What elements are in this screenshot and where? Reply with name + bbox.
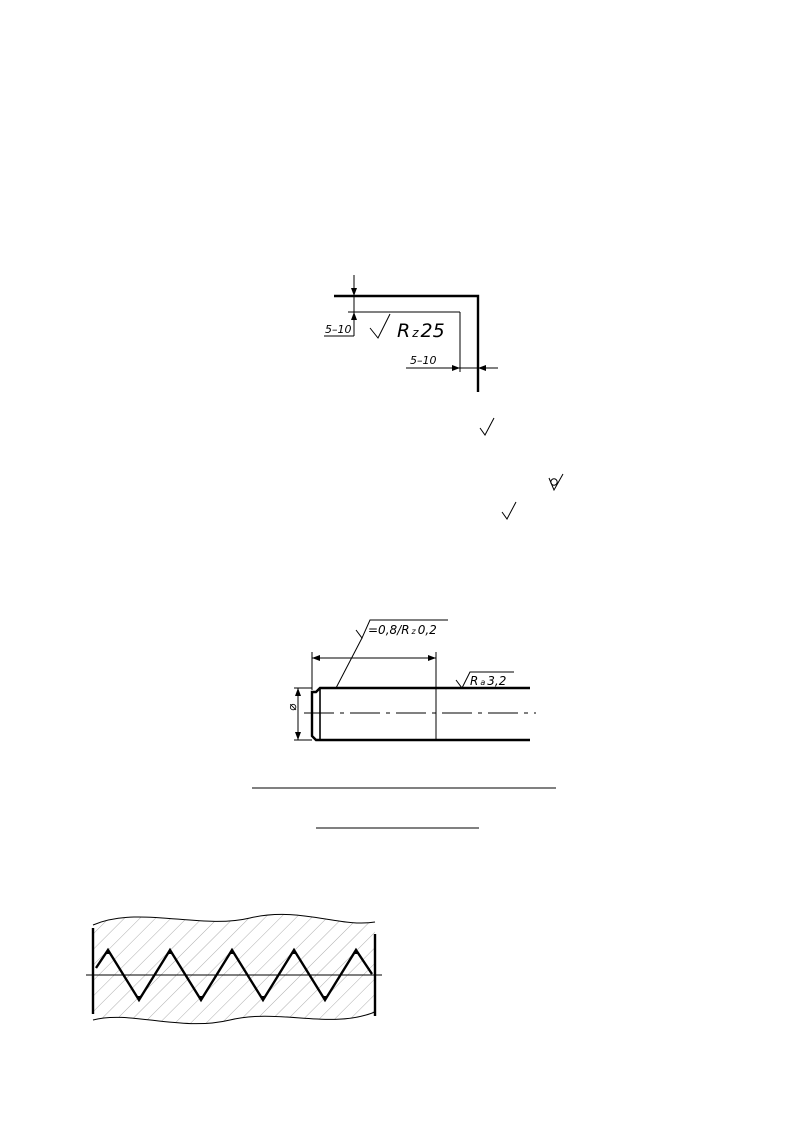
surface-callout-sub: a (480, 678, 485, 687)
upper-break-line (92, 913, 376, 926)
length-callout-sub: z (411, 627, 417, 636)
part-contour (334, 294, 480, 392)
surface-callout-param: R (470, 674, 478, 688)
vertical-dim-text: 5–10 (325, 323, 352, 336)
roughness-check-icon (355, 619, 448, 639)
length-callout-prefix: =0,8/ (368, 623, 403, 637)
arrow-left-icon (312, 655, 320, 661)
roughness-sign-icon (501, 501, 517, 520)
roughness-sign-circle-icon (548, 473, 564, 492)
leader-line (335, 637, 363, 689)
diameter-symbol: ⌀ (285, 703, 299, 711)
roughness-sub: z (411, 326, 419, 340)
arrow-right-icon (428, 655, 436, 661)
arrow-down-icon (295, 732, 301, 740)
roughness-value: 25 (421, 320, 445, 342)
length-callout-param: R (401, 623, 409, 637)
length-callout-value: 0,2 (418, 623, 437, 637)
surface-callout-value: 3,2 (487, 674, 506, 688)
horizontal-dim-text: 5–10 (410, 354, 437, 367)
svg-text:=0,8/Rz0,2: =0,8/Rz0,2 (368, 623, 437, 637)
upper-hatched-part (93, 914, 375, 975)
shaft-contour (310, 686, 530, 742)
lower-break-line (92, 1011, 376, 1025)
arrow-down-icon (351, 288, 357, 296)
roughness-check-icon (369, 313, 391, 339)
roughness-sign-icon (479, 417, 495, 436)
arrow-up-icon (351, 312, 357, 320)
roughness-param: R (397, 320, 410, 342)
arrow-up-icon (295, 688, 301, 696)
svg-text:Ra3,2: Ra3,2 (470, 674, 506, 688)
arrow-left-icon (478, 365, 486, 371)
arrow-right-icon (452, 365, 460, 371)
thread-vertex-markers (105, 948, 359, 1002)
roughness-check-icon (455, 671, 514, 689)
thread-profile-figure (86, 913, 382, 1025)
